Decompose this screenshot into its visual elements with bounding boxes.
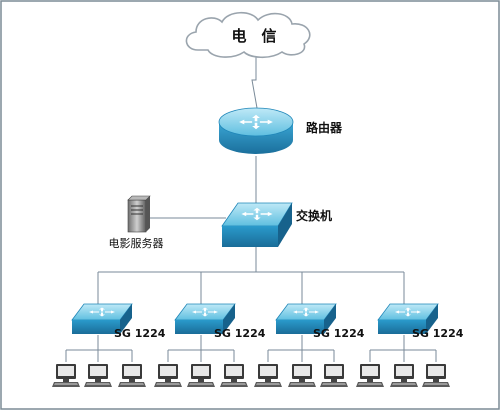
computer-icon: [154, 364, 182, 387]
cloud-label: 电 信: [231, 27, 276, 45]
access-switch-1-icon: [71, 303, 133, 334]
computer-icon: [52, 364, 80, 387]
access-switch-2-label: SG 1224: [214, 327, 266, 340]
computer-icon: [288, 364, 316, 387]
core-switch-label: 交换机: [296, 208, 332, 223]
computer-icon: [220, 364, 248, 387]
computer-icon: [84, 364, 112, 387]
server-icon: [127, 195, 151, 233]
wan-link: [251, 56, 258, 109]
computer-icon: [356, 364, 384, 387]
computer-icon: [320, 364, 348, 387]
computer-icon: [390, 364, 418, 387]
router-label: 路由器: [306, 120, 343, 135]
access-switch-3-icon: [275, 303, 337, 334]
server-label: 电影服务器: [109, 237, 164, 250]
computer-group-3: [254, 364, 348, 387]
access-switch-3-label: SG 1224: [313, 327, 365, 340]
cloud-icon: [185, 11, 311, 59]
access-switch-1-label: SG 1224: [114, 327, 166, 340]
router-icon: [218, 107, 294, 154]
computer-group-1: [52, 364, 146, 387]
access-switch-2-icon: [174, 303, 236, 334]
computer-icon: [422, 364, 450, 387]
access-switch-4-icon: [377, 303, 439, 334]
core-switch-icon: [221, 202, 293, 247]
access-switch-4-label: SG 1224: [412, 327, 464, 340]
network-links: [65, 56, 437, 362]
computer-icon: [118, 364, 146, 387]
computer-icon: [254, 364, 282, 387]
computer-icon: [187, 364, 215, 387]
computer-group-2: [154, 364, 248, 387]
computer-group-4: [356, 364, 450, 387]
